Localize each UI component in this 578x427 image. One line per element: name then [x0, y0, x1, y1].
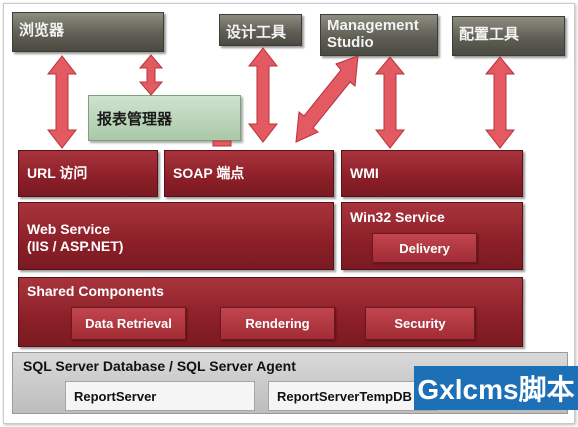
wmi-box: WMI — [341, 150, 523, 197]
delivery-label: Delivery — [399, 240, 450, 256]
arrow-browser-url — [46, 55, 78, 149]
data-retrieval-box: Data Retrieval — [71, 307, 186, 340]
soap-endpoint-box: SOAP 端点 — [164, 150, 334, 197]
delivery-box: Delivery — [372, 233, 477, 263]
arrow-browser-report-manager — [138, 54, 164, 96]
web-service-line2: (IIS / ASP.NET) — [27, 238, 124, 254]
url-access-box: URL 访问 — [18, 150, 158, 197]
config-tools-box: 配置工具 — [452, 16, 565, 56]
config-tools-label: 配置工具 — [459, 26, 520, 43]
wmi-label: WMI — [350, 165, 379, 181]
management-studio-label: Management Studio — [327, 17, 419, 51]
watermark-logo: Gxlcms脚本 — [414, 366, 578, 410]
shared-components-box: Shared Components Data Retrieval Renderi… — [18, 277, 523, 347]
soap-endpoint-label: SOAP 端点 — [173, 165, 245, 181]
shared-components-label: Shared Components — [27, 283, 164, 299]
database-label: SQL Server Database / SQL Server Agent — [23, 358, 296, 374]
reportserver-label: ReportServer — [74, 388, 157, 404]
rendering-box: Rendering — [220, 307, 335, 340]
arrow-design-soap — [247, 47, 279, 143]
reportservertempdb-box: ReportServerTempDB — [268, 381, 438, 411]
browser-label: 浏览器 — [19, 22, 65, 39]
rendering-label: Rendering — [245, 316, 310, 331]
report-manager-box: 报表管理器 — [88, 95, 241, 141]
arrow-management-soap — [295, 55, 359, 143]
win32-service-label: Win32 Service — [350, 209, 445, 225]
reportservertempdb-label: ReportServerTempDB — [277, 388, 412, 404]
url-access-label: URL 访问 — [27, 165, 88, 181]
web-service-line1: Web Service — [27, 221, 111, 237]
web-service-box: Web Service (IIS / ASP.NET) — [18, 202, 334, 270]
reportserver-box: ReportServer — [65, 381, 255, 411]
arrow-management-wmi — [374, 56, 406, 149]
design-tools-label: 设计工具 — [226, 24, 287, 41]
watermark-label: Gxlcms脚本 — [417, 374, 575, 405]
arrow-report-manager-soap — [212, 140, 232, 147]
win32-service-box: Win32 Service Delivery — [341, 202, 523, 270]
arrow-config-wmi — [484, 56, 516, 149]
security-label: Security — [394, 316, 446, 331]
management-studio-box: Management Studio — [320, 14, 438, 56]
design-tools-box: 设计工具 — [219, 14, 302, 46]
security-box: Security — [365, 307, 475, 340]
browser-box: 浏览器 — [12, 12, 164, 52]
report-manager-label: 报表管理器 — [97, 110, 173, 128]
web-service-label: Web Service (IIS / ASP.NET) — [27, 221, 123, 255]
data-retrieval-label: Data Retrieval — [85, 316, 172, 331]
